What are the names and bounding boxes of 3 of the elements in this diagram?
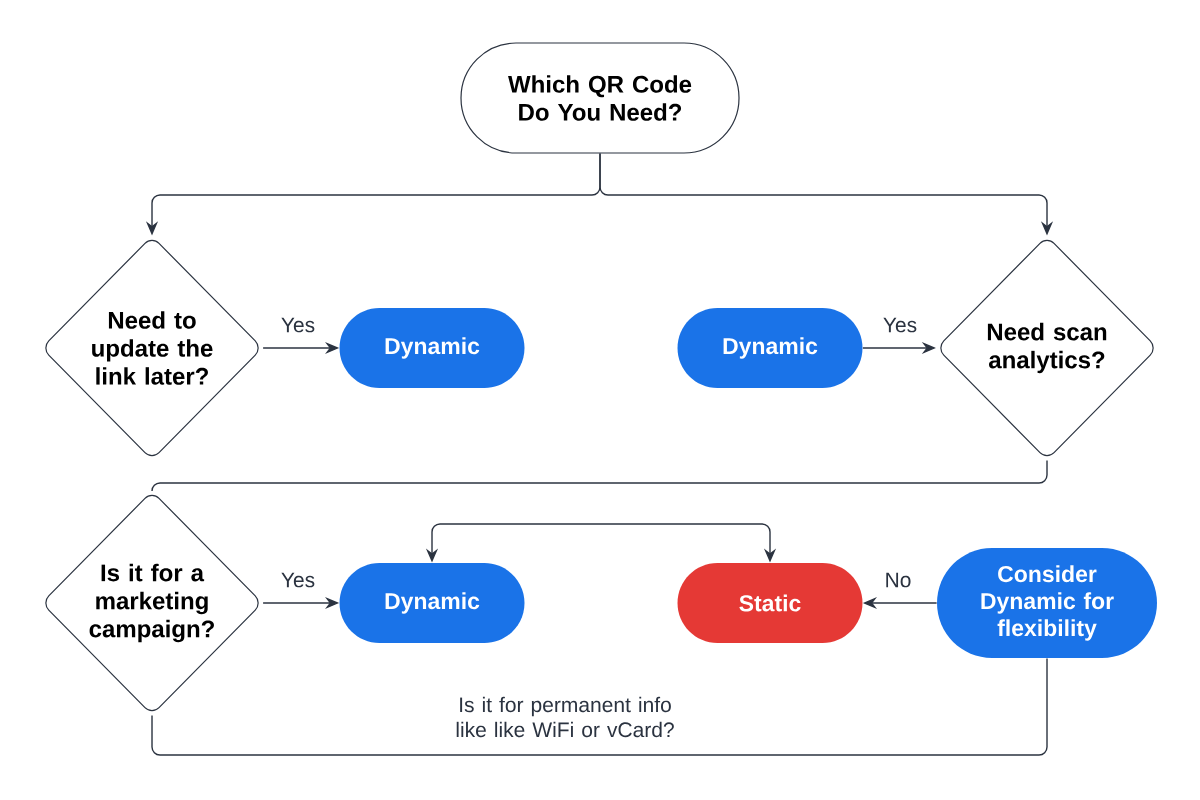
result-terminal: Consider Dynamic for flexibility — [937, 548, 1157, 658]
start-terminal: Which QR Code Do You Need? — [460, 42, 740, 154]
note-text: Is it for permanent info like like WiFi or vCard? — [456, 696, 674, 738]
